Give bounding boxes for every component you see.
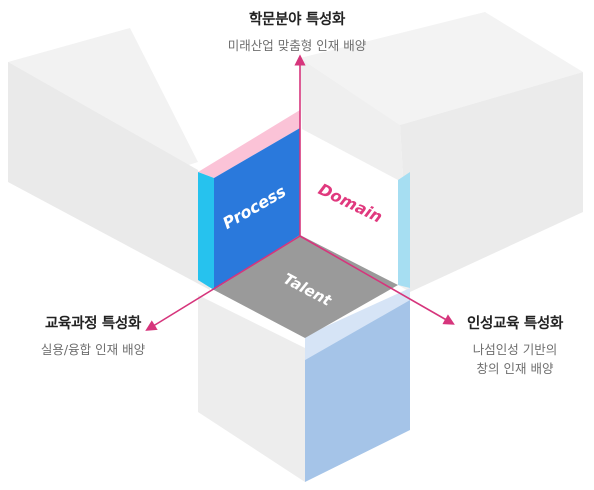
- right-label-title: 인성교육 특성화: [466, 316, 564, 332]
- right-label-subtitle-line2: 창의 인재 배양: [476, 361, 554, 376]
- right-label: 인성교육 특성화 나섬인성 기반의 창의 인재 배양: [440, 312, 590, 378]
- back-right-prism-top: [300, 12, 583, 125]
- left-label: 교육과정 특성화 실용/융합 인재 배양: [8, 312, 178, 359]
- arrow-right: [299, 235, 455, 325]
- process-face: [214, 128, 300, 290]
- right-label-subtitle: 나섬인성 기반의 창의 인재 배양: [440, 340, 590, 378]
- top-label: 학문분야 특성화 미래산업 맞춤형 인재 배양: [190, 8, 404, 55]
- domain-face: [300, 128, 398, 285]
- top-label-subtitle: 미래산업 맞춤형 인재 배양: [227, 38, 367, 53]
- arrow-left: [145, 235, 301, 331]
- lower-blue-band: [305, 288, 410, 360]
- left-label-title: 교육과정 특성화: [44, 316, 142, 332]
- right-label-subtitle-line1: 나섬인성 기반의: [472, 342, 558, 357]
- lower-blue-column: [305, 300, 410, 482]
- left-label-subtitle: 실용/융합 인재 배양: [40, 342, 146, 357]
- top-label-title: 학문분야 특성화: [248, 12, 346, 28]
- domain-edge: [398, 172, 410, 288]
- pink-band: [198, 110, 300, 178]
- process-edge: [198, 172, 214, 290]
- left-prism-front: [8, 62, 210, 290]
- back-right-prism-side: [400, 72, 583, 292]
- lower-left-prism: [198, 295, 305, 482]
